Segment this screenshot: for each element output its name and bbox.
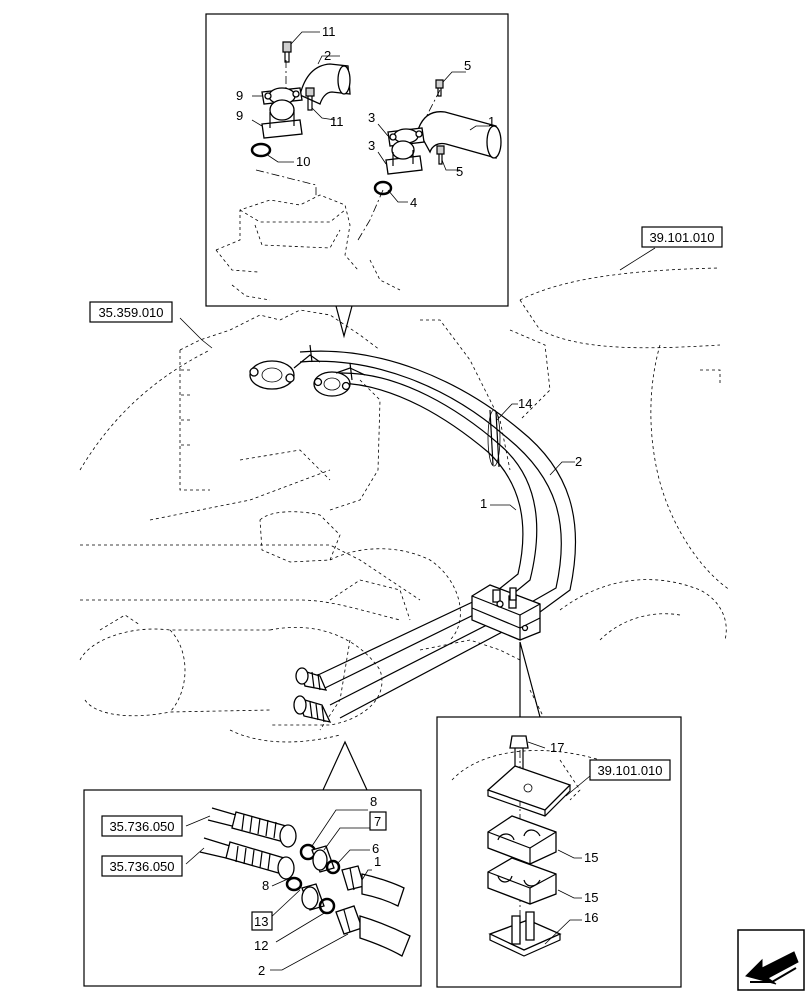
callout-number: 4 [410, 195, 417, 210]
svg-text:39.101.010: 39.101.010 [597, 763, 662, 778]
hose-end-coupling-upper [295, 667, 328, 691]
callout-number: 1 [488, 114, 495, 129]
callout-number: 17 [550, 740, 564, 755]
callout-number: 3 [368, 110, 375, 125]
callout-number: 15 [584, 890, 598, 905]
callout-number: 14 [518, 396, 532, 411]
callout-number: 9 [236, 88, 243, 103]
valve-flange-lower [313, 367, 366, 397]
callout-number: 5 [456, 164, 463, 179]
top-detail-flange-right [373, 79, 502, 196]
callout-number: 10 [296, 154, 310, 169]
boxed-callout-number: 7 [374, 814, 381, 829]
callout-number: 9 [236, 108, 243, 123]
callout-number: 6 [372, 841, 379, 856]
right-detail-frame [436, 641, 682, 988]
ref-box-top-right[interactable]: 39.101.010 [641, 226, 723, 248]
boxed-callout-number: 13 [254, 914, 268, 929]
svg-text:35.736.050: 35.736.050 [109, 859, 174, 874]
svg-text:35.359.010: 35.359.010 [98, 305, 163, 320]
callout-number: 12 [254, 938, 268, 953]
top-detail-flange-left [250, 41, 351, 158]
ref-box-detail-right[interactable]: 39.101.010 [589, 759, 671, 781]
callout-number: 16 [584, 910, 598, 925]
main-leaders [179, 247, 656, 511]
callout-number: 1 [374, 854, 381, 869]
callout-number: 2 [575, 454, 582, 469]
ref-box-detail-left-lower[interactable]: 35.736.050 [101, 855, 183, 877]
top-detail-frame [205, 13, 509, 339]
callout-number: 2 [324, 48, 331, 63]
svg-text:35.736.050: 35.736.050 [109, 819, 174, 834]
callout-number: 2 [258, 963, 265, 978]
callout-number: 8 [262, 878, 269, 893]
svg-text:39.101.010: 39.101.010 [649, 230, 714, 245]
callout-number: 8 [370, 794, 377, 809]
top-detail-leaders [251, 31, 490, 203]
valve-flange-upper [249, 354, 321, 390]
callout-number: 11 [322, 24, 336, 39]
hose-bracket-clamp [471, 584, 541, 641]
background-machine-outline [79, 267, 731, 743]
ref-box-left-main[interactable]: 35.359.010 [89, 301, 173, 323]
callout-number: 15 [584, 850, 598, 865]
hose-assembly-main [299, 350, 577, 719]
next-page-arrow-icon[interactable] [737, 929, 805, 991]
callout-number: 1 [480, 496, 487, 511]
hose-end-coupling-lower [293, 695, 332, 723]
ref-box-detail-left-upper[interactable]: 35.736.050 [101, 815, 183, 837]
callout-number: 5 [464, 58, 471, 73]
callout-number: 11 [330, 114, 344, 129]
callout-number: 3 [368, 138, 375, 153]
